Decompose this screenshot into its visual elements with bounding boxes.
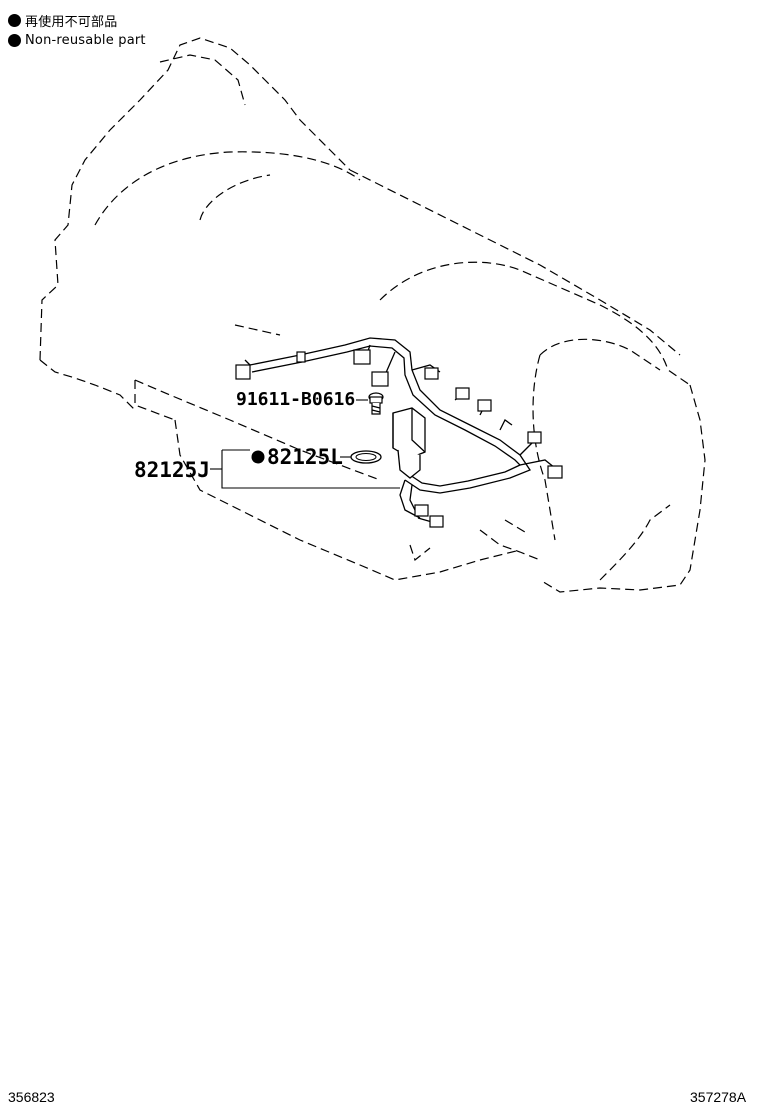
non-reusable-dot-icon [251, 450, 265, 464]
non-reusable-dot-icon [8, 13, 21, 27]
legend-row-jp: 再使用不可部品 [8, 10, 146, 30]
part-label-bolt: 91611-B0616 [236, 389, 356, 410]
connector-icon [414, 504, 429, 517]
connector-icon [527, 431, 542, 444]
connector-icon [371, 371, 389, 387]
gasket-inner-icon [355, 453, 377, 461]
connector-icon [353, 349, 371, 365]
bolt-icon [368, 392, 384, 415]
connector-icon [455, 387, 470, 400]
leader-lines [210, 399, 400, 489]
connector-icon [296, 351, 306, 363]
connectors [235, 349, 563, 528]
part-label-gasket: 82125L [267, 445, 343, 469]
footer-left-code: 356823 [8, 1089, 55, 1105]
legend-row-en: Non-reusable part [8, 30, 146, 50]
connector-icon [429, 515, 444, 528]
connector-icon [547, 465, 563, 479]
part-label-harness: 82125J [134, 458, 210, 482]
legend-jp-text: 再使用不可部品 [25, 14, 118, 30]
transmission-outline [39, 37, 706, 593]
non-reusable-dot-icon [8, 33, 21, 47]
footer-right-code: 357278A [690, 1089, 747, 1105]
connector-icon [235, 364, 251, 380]
legend-en-text: Non-reusable part [25, 32, 146, 48]
harness-plug-icon [392, 407, 426, 479]
connector-icon [477, 399, 492, 412]
legend: 再使用不可部品 Non-reusable part [8, 10, 146, 50]
connector-icon [424, 367, 439, 380]
